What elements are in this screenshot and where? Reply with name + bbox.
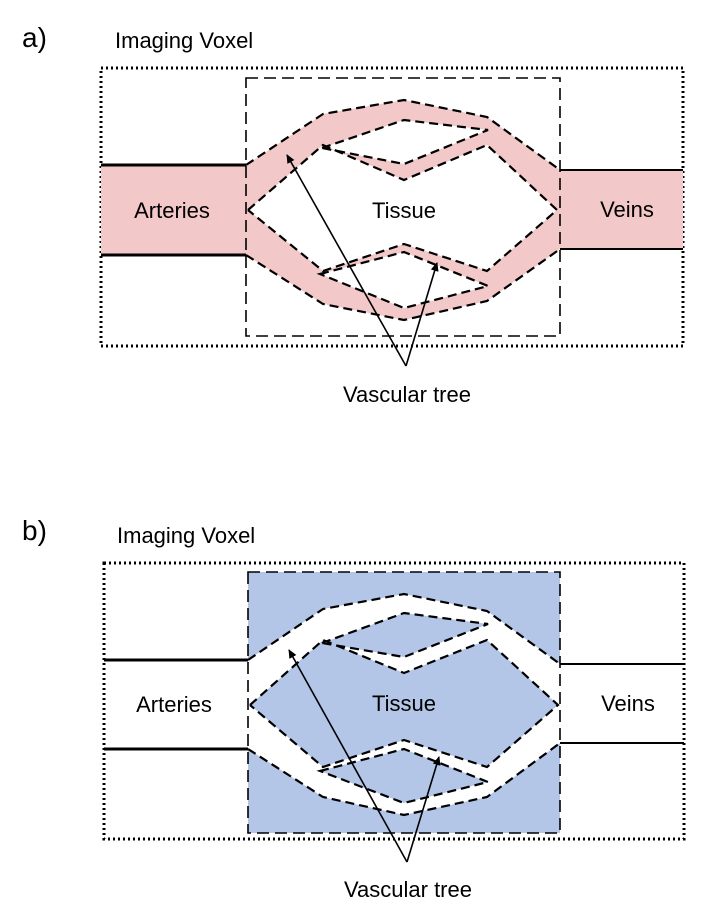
arrow-vascular-lower (405, 262, 439, 367)
arteries-label: Arteries (136, 692, 212, 717)
arrow-vascular-upper (286, 154, 407, 367)
tissue-box (245, 77, 561, 337)
tissue-fill (248, 572, 560, 833)
vessel-walls (104, 658, 684, 751)
panel-a-title: Imaging Voxel (115, 28, 253, 53)
arrow-vascular-lower (406, 756, 441, 863)
veins-label: Veins (600, 197, 654, 222)
panel-a: a) Imaging Voxel Arteries Tissue Veins (22, 22, 685, 407)
vessel-outlines (245, 98, 561, 322)
tissue-label: Tissue (372, 198, 436, 223)
vessel-walls (101, 163, 683, 257)
tissue-fill-core (250, 640, 558, 767)
tissue-fill-upper-island (322, 613, 488, 657)
tissue-fill-lower-island (320, 749, 488, 803)
arteries-label: Arteries (134, 198, 210, 223)
panel-b-title: Imaging Voxel (117, 523, 255, 548)
vascular-tree-label: Vascular tree (344, 877, 472, 902)
tissue-box (247, 571, 561, 834)
veins-fill (560, 170, 683, 249)
arrow-vascular-upper (288, 649, 408, 863)
panel-b: b) Imaging Voxel Arteries Tissue Veins (22, 515, 686, 902)
veins-label: Veins (601, 691, 655, 716)
tissue-label: Tissue (372, 691, 436, 716)
vascular-tree-label: Vascular tree (343, 382, 471, 407)
panel-a-letter: a) (22, 22, 47, 53)
arteries-fill (101, 165, 246, 255)
panel-b-letter: b) (22, 515, 47, 546)
